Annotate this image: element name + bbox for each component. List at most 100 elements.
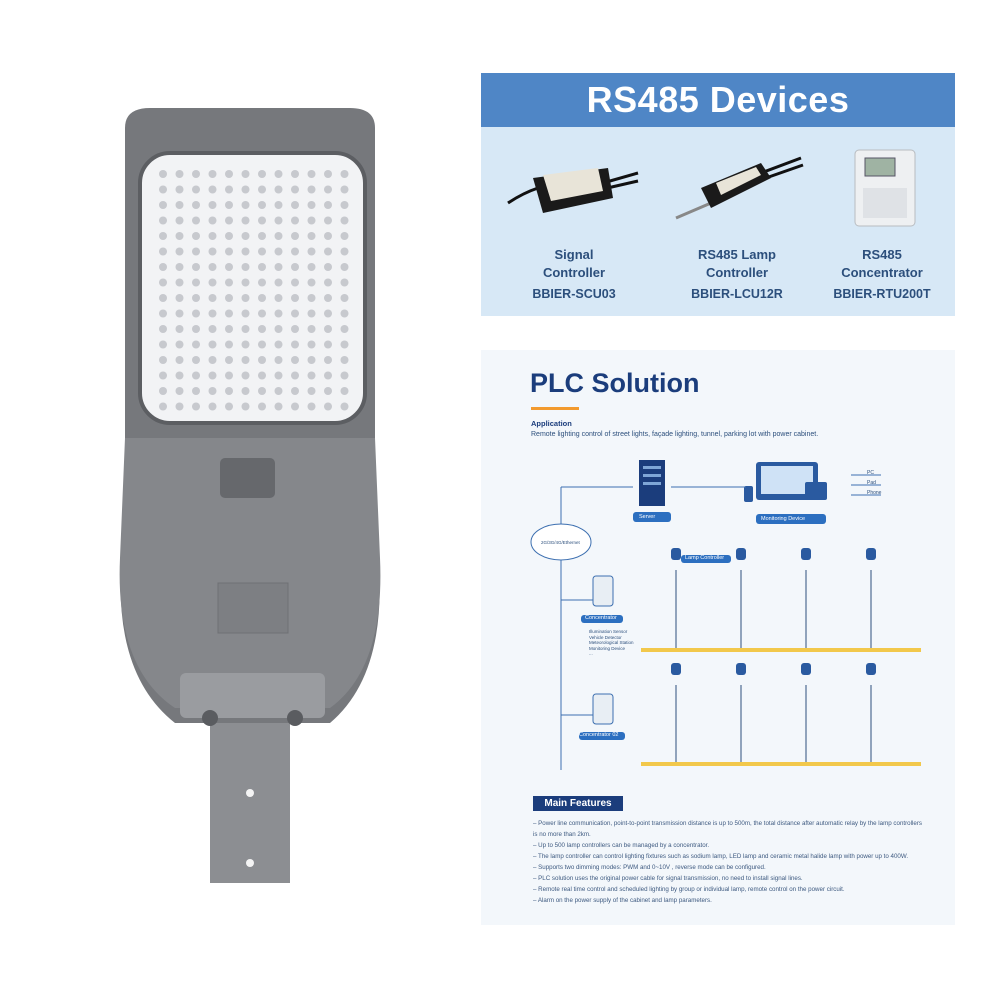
device-1-model: BBIER-SCU03 xyxy=(532,287,616,301)
led-dot xyxy=(291,340,299,349)
led-dot xyxy=(258,216,266,225)
led-dot xyxy=(192,402,200,411)
feature-line: is no more than 2km. xyxy=(533,831,591,838)
led-dot xyxy=(208,387,217,395)
led-dot xyxy=(225,356,233,364)
rs485-title: RS485 Devices xyxy=(481,73,955,127)
plc-solution-panel: PLC Solution Application Remote lighting… xyxy=(481,350,955,925)
feature-line: – Up to 500 lamp controllers can be mana… xyxy=(533,842,710,849)
led-dot xyxy=(340,402,349,411)
led-dot xyxy=(225,232,233,240)
led-dot xyxy=(241,170,250,178)
led-dot xyxy=(241,247,250,256)
led-dot xyxy=(192,309,200,318)
led-dot xyxy=(241,387,250,395)
led-dot xyxy=(274,356,283,364)
led-dot xyxy=(225,387,233,395)
feature-line: – Power line communication, point-to-poi… xyxy=(533,820,922,827)
led-dot xyxy=(208,278,217,287)
led-dot xyxy=(340,170,349,178)
led-dot xyxy=(208,185,217,194)
led-dot xyxy=(208,309,217,318)
led-dot xyxy=(241,340,250,349)
led-dot xyxy=(291,247,299,256)
led-dot xyxy=(307,170,316,178)
monitoring-device-label: Monitoring Device xyxy=(761,516,806,522)
led-dot xyxy=(324,263,332,271)
led-dot xyxy=(307,247,316,256)
led-dot xyxy=(175,294,184,302)
led-dot xyxy=(159,371,167,380)
led-dot xyxy=(192,371,200,380)
led-dot xyxy=(225,185,233,194)
led-dot xyxy=(307,356,316,364)
led-dot xyxy=(258,278,266,287)
led-dot xyxy=(307,232,316,240)
led-dot xyxy=(241,294,250,302)
led-dot xyxy=(192,216,200,225)
led-dot xyxy=(324,309,332,318)
led-dot xyxy=(274,340,283,349)
led-dot xyxy=(307,309,316,318)
led-dot xyxy=(324,325,332,333)
led-dot xyxy=(241,263,250,271)
led-dot xyxy=(208,247,217,256)
led-dot xyxy=(340,340,349,349)
led-dot xyxy=(208,371,217,380)
led-dot xyxy=(208,356,217,364)
led-dot xyxy=(291,325,299,333)
led-dot xyxy=(192,325,200,333)
lamp-controller-label: Lamp Controller xyxy=(685,555,725,561)
led-dot xyxy=(175,340,184,349)
led-dot xyxy=(274,325,283,333)
led-dot xyxy=(241,309,250,318)
led-dot xyxy=(307,387,316,395)
led-dot xyxy=(324,185,332,194)
led-dot xyxy=(340,232,349,240)
led-dot xyxy=(291,294,299,302)
led-dot xyxy=(324,356,332,364)
led-dot xyxy=(208,325,217,333)
led-dot xyxy=(159,185,167,194)
led-dot xyxy=(324,340,332,349)
led-dot xyxy=(340,387,349,395)
led-dot xyxy=(192,340,200,349)
led-dot xyxy=(225,294,233,302)
led-dot xyxy=(241,201,250,209)
led-dot xyxy=(241,278,250,287)
led-dot xyxy=(175,371,184,380)
led-dot xyxy=(208,216,217,225)
led-dot xyxy=(159,201,167,209)
application-label: Application xyxy=(531,419,572,428)
led-dot xyxy=(175,185,184,194)
led-dot xyxy=(241,402,250,411)
plc-network-diagram xyxy=(530,460,921,770)
led-dot xyxy=(274,247,283,256)
led-dot xyxy=(175,263,184,271)
led-dot xyxy=(258,263,266,271)
led-dot xyxy=(208,170,217,178)
led-dot xyxy=(291,356,299,364)
led-dot xyxy=(241,185,250,194)
led-dot xyxy=(159,402,167,411)
led-dot xyxy=(225,170,233,178)
led-dot xyxy=(291,371,299,380)
led-dot xyxy=(175,309,184,318)
led-dot xyxy=(340,216,349,225)
led-dot xyxy=(340,185,349,194)
led-dot xyxy=(324,278,332,287)
led-dot xyxy=(340,247,349,256)
led-dot xyxy=(225,340,233,349)
led-dot xyxy=(225,402,233,411)
led-dot xyxy=(258,201,266,209)
led-dot xyxy=(225,371,233,380)
led-dot xyxy=(274,309,283,318)
led-dot xyxy=(225,201,233,209)
led-dot xyxy=(324,402,332,411)
led-dot xyxy=(340,356,349,364)
rs485-concentrator-image xyxy=(854,149,916,227)
